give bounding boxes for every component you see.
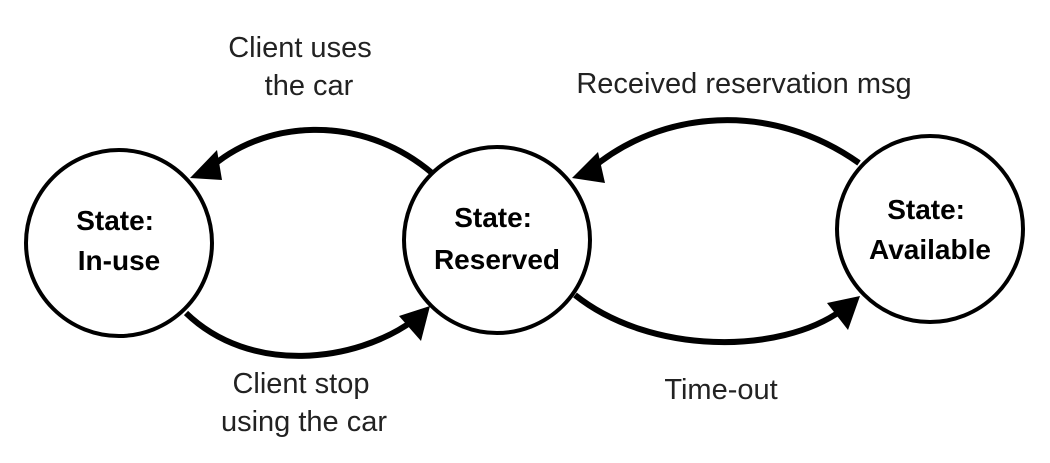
arrowhead-reserved-bottom (399, 306, 430, 341)
transition-reserved-to-in-use (190, 126, 434, 180)
transition-label-time-out: Time-out (664, 374, 777, 406)
transition-label-line: Client stop (232, 368, 369, 400)
state-label-line: In-use (78, 245, 160, 276)
edge-in-use-to-reserved (183, 310, 416, 359)
transition-label-line: Client uses (228, 32, 371, 64)
edge-reserved-to-in-use (205, 126, 434, 176)
transition-label-line: Received reservation msg (576, 68, 911, 100)
edge-available-to-reserved (588, 117, 861, 173)
transition-reserved-to-available (573, 292, 860, 346)
node-circle-in-use (24, 148, 214, 338)
transition-in-use-to-reserved (183, 306, 430, 359)
state-label-line: State: (887, 194, 965, 225)
transition-label-client-uses: Client uses the car (228, 32, 380, 102)
transition-label-line: using the car (221, 406, 387, 438)
state-label-in-use: State: In-use (76, 205, 162, 276)
state-node-in-use: State: In-use (24, 148, 214, 338)
state-label-line: State: (76, 205, 154, 236)
state-node-available: State: Available (835, 134, 1025, 324)
state-label-line: State: (454, 202, 532, 233)
state-label-line: Reserved (434, 244, 560, 275)
node-circle-reserved (402, 145, 592, 335)
transition-label-received-reservation: Received reservation msg (576, 68, 911, 100)
arrowhead-reserved-top (572, 152, 605, 183)
arrowhead-in-use (190, 150, 222, 180)
state-node-reserved: State: Reserved (402, 145, 592, 335)
transition-label-client-stop: Client stop using the car (221, 368, 387, 438)
transition-label-line: the car (265, 70, 354, 102)
node-circle-available (835, 134, 1025, 324)
transition-available-to-reserved (572, 117, 861, 183)
state-label-available: State: Available (869, 194, 991, 265)
arrowhead-available (827, 296, 860, 330)
state-label-reserved: State: Reserved (434, 202, 560, 275)
state-label-line: Available (869, 234, 991, 265)
edge-reserved-to-available (573, 292, 844, 346)
transition-label-line: Time-out (664, 374, 777, 406)
